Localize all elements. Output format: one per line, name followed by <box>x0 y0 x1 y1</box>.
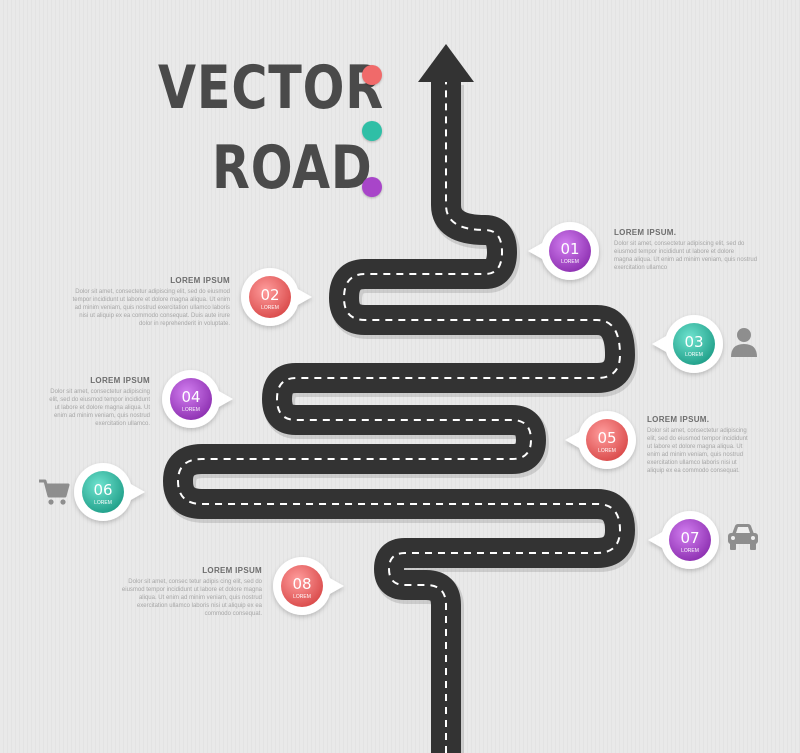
text-heading: LOREM IPSUM <box>202 566 262 575</box>
marker-disc <box>82 471 124 513</box>
marker-label: LOREM <box>182 407 200 413</box>
text-line: commodo consequat. <box>204 611 262 617</box>
text-line: enim ad minim veniam, quis nostrud <box>647 452 744 458</box>
title-dot-red <box>362 65 382 85</box>
text-line: Dolor sit amet, consectetur adipiscing <box>647 428 747 434</box>
text-line: nisi ut aliquip ex ea commodo consequat.… <box>79 313 230 319</box>
marker-pointer <box>296 288 312 306</box>
text-block-02: LOREM IPSUM Dolor sit amet, consectetur … <box>60 276 230 328</box>
marker-disc <box>249 276 291 318</box>
marker-label: LOREM <box>685 352 703 358</box>
marker-disc <box>281 565 323 607</box>
marker-disc <box>673 323 715 365</box>
road-arrow-head <box>418 44 474 82</box>
text-line: ad minim veniam, quis nostrud exercitati… <box>74 305 230 311</box>
marker-label: LOREM <box>561 259 579 265</box>
marker-number: 01 <box>560 240 579 258</box>
marker-pointer <box>565 431 581 449</box>
marker-label: LOREM <box>598 448 616 454</box>
marker-label: LOREM <box>261 305 279 311</box>
text-line: ut labore et dolore magna aliqua. Ut <box>54 405 150 411</box>
title-vector: VECTOR <box>158 53 384 123</box>
text-line: Dolor sit amet, consectetur adipiscing e… <box>614 241 745 247</box>
title-dot-teal <box>362 121 382 141</box>
text-line: enim ad minim veniam, quis nostrud <box>53 413 150 419</box>
title-dot-purple <box>362 177 382 197</box>
marker-number: 08 <box>292 575 311 593</box>
title-road: ROAD <box>212 133 373 203</box>
text-line: eiusmod tempor incididunt ut labore et d… <box>614 249 735 255</box>
marker-disc <box>549 230 591 272</box>
text-line: elit, sed do eiusmod tempor incididunt <box>647 436 748 442</box>
car-icon <box>728 524 758 550</box>
marker-number: 02 <box>260 286 279 304</box>
text-line: eiusmod tempor incididunt ut labore et d… <box>121 587 262 593</box>
text-line: aliqua. Ut enim ad minim veniam, quis no… <box>138 595 262 601</box>
marker-number: 04 <box>181 388 200 406</box>
marker-pointer <box>648 531 664 549</box>
text-line: Dolor sit amet, consectetur adipiscing <box>50 389 150 395</box>
text-line: dolor in reprehenderit in voluptate. <box>138 321 230 327</box>
marker-pointer <box>528 242 544 260</box>
text-line: aliquip ex ea commodo consequat. <box>647 468 740 474</box>
text-heading: LOREM IPSUM <box>90 376 150 385</box>
lane-markings <box>176 82 622 753</box>
text-line: magna aliqua. Ut enim ad minim veniam, q… <box>614 257 758 263</box>
text-line: tempor incididunt ut labore et dolore ma… <box>72 297 230 303</box>
text-block-05: LOREM IPSUM. Dolor sit amet, consectetur… <box>647 415 787 475</box>
text-block-04: LOREM IPSUM Dolor sit amet, consectetur … <box>30 376 150 428</box>
marker-pointer <box>328 577 344 595</box>
text-line: exercitation ullamco. <box>95 421 150 427</box>
text-block-01: LOREM IPSUM. Dolor sit amet, consectetur… <box>614 228 774 272</box>
marker-number: 03 <box>684 333 703 351</box>
marker-number: 07 <box>680 529 699 547</box>
text-block-08: LOREM IPSUM Dolor sit amet, consec tetur… <box>100 566 262 618</box>
marker-number: 05 <box>597 429 616 447</box>
marker-disc <box>170 378 212 420</box>
marker-label: LOREM <box>94 500 112 506</box>
marker-pointer <box>129 483 145 501</box>
text-line: exercitation ullamco laboris nisi ut ali… <box>136 603 262 609</box>
text-line: Dolor sit amet, consec tetur adipis cing… <box>128 579 262 585</box>
marker-disc <box>586 419 628 461</box>
person-icon <box>731 328 757 357</box>
marker-pointer <box>652 335 668 353</box>
text-line: exercitation ullamco laboris nisi ut <box>647 460 737 466</box>
marker-label: LOREM <box>293 594 311 600</box>
marker-disc <box>669 519 711 561</box>
marker-number: 06 <box>93 481 112 499</box>
text-line: elit, sed do eiusmod tempor incididunt <box>49 397 150 403</box>
shopping-cart-icon <box>39 479 70 505</box>
text-line: Dolor sit amet, consectetur adipiscing e… <box>75 289 230 295</box>
text-heading: LOREM IPSUM. <box>614 228 677 237</box>
text-heading: LOREM IPSUM. <box>647 415 710 424</box>
text-line: exercitation ullamco <box>614 265 668 271</box>
text-heading: LOREM IPSUM <box>170 276 230 285</box>
text-line: ut labore et dolore magna aliqua. Ut <box>647 444 743 450</box>
marker-label: LOREM <box>681 548 699 554</box>
marker-pointer <box>217 390 233 408</box>
